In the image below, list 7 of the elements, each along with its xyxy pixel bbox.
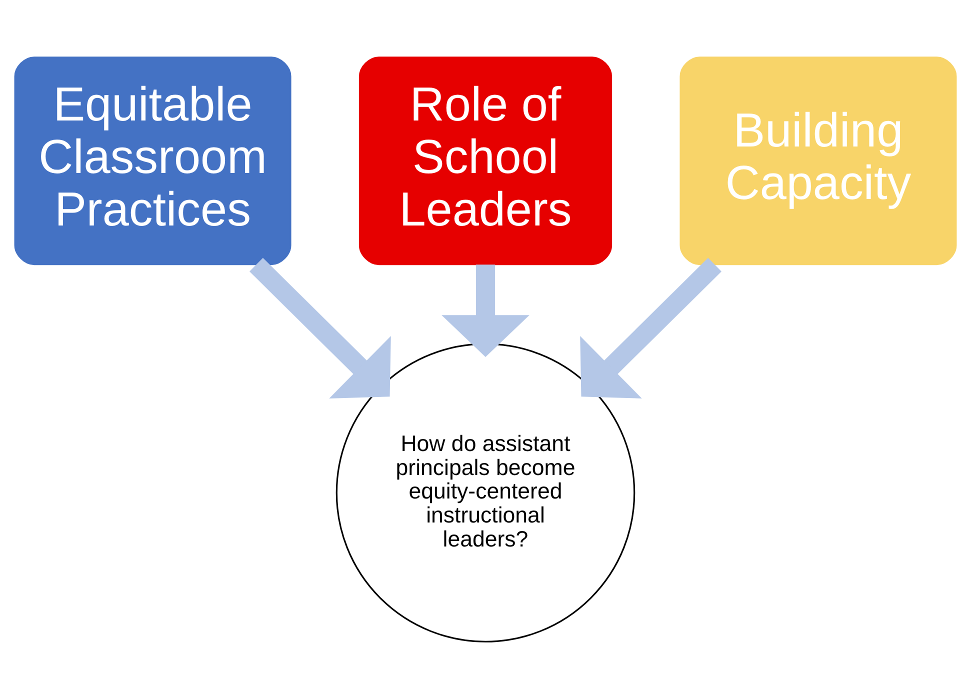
arrow <box>442 264 530 356</box>
node-box: Building Capacity <box>680 56 957 265</box>
arrow <box>580 257 722 398</box>
node-box: Equitable Classroom Practices <box>14 56 292 265</box>
node-circle: How do assistant principals become equity-centered instructional leaders? <box>336 342 636 642</box>
arrow <box>250 257 391 398</box>
node-box: Role of School Leaders <box>358 56 612 265</box>
